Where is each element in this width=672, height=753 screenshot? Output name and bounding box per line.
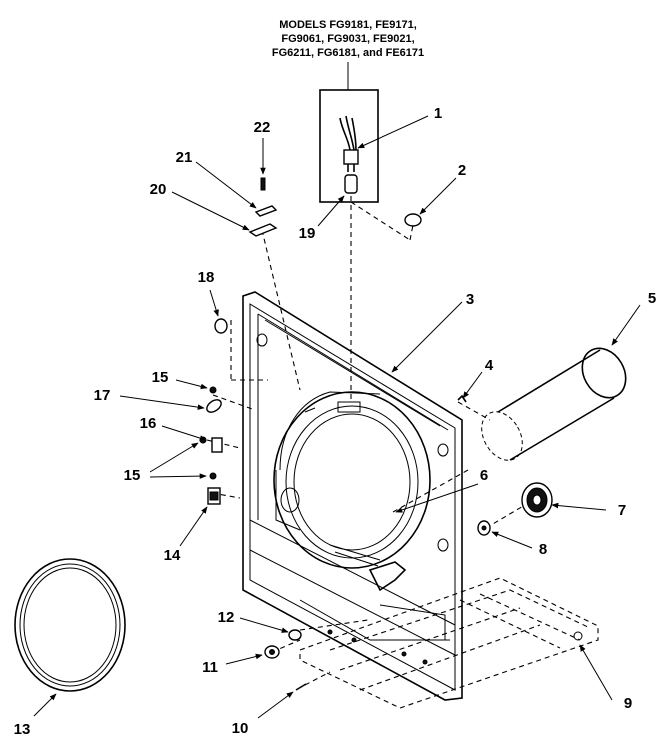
callout-17: 17 [94, 387, 111, 404]
pulley-part-7 [521, 482, 553, 518]
callout-12: 12 [218, 609, 235, 626]
callout-5: 5 [648, 290, 656, 307]
base-part-9 [299, 577, 599, 709]
plug-part-19 [344, 174, 358, 194]
callout-leaders [33, 115, 641, 719]
callout-20: 20 [150, 181, 167, 198]
callout-6: 6 [480, 467, 488, 484]
callout-7: 7 [618, 502, 626, 519]
callout-10: 10 [232, 720, 249, 737]
models-header-line-1: MODELS FG9181, FE9171, [279, 19, 417, 31]
screw-part-15-lower [209, 472, 217, 480]
callout-9: 9 [624, 695, 632, 712]
plug-part-18 [214, 318, 228, 334]
callout-16: 16 [140, 415, 157, 432]
callout-14: 14 [164, 547, 181, 564]
callout-2: 2 [458, 162, 466, 179]
washer-part-8 [477, 520, 491, 536]
models-inset-box [319, 89, 379, 203]
callout-22: 22 [254, 119, 271, 136]
callout-19: 19 [299, 225, 316, 242]
models-header-line-2: FG9061, FG9031, FE9021, [281, 33, 414, 45]
seal-ring-part-13 [14, 558, 126, 692]
callout-3: 3 [466, 291, 474, 308]
screw-part-10 [295, 683, 307, 691]
models-header: MODELS FG9181, FE9171, FG9061, FG9031, F… [272, 19, 424, 90]
bracket-part-20 [248, 223, 278, 237]
callout-11: 11 [202, 659, 218, 676]
drum-part-5 [481, 347, 627, 461]
cap-part-2 [404, 213, 422, 227]
callout-13: 13 [14, 721, 31, 738]
small-parts [199, 177, 467, 691]
switch-part-16 [211, 437, 223, 453]
callout-18: 18 [198, 269, 215, 286]
callout-21: 21 [176, 149, 193, 166]
callout-15-lower: 15 [124, 467, 141, 484]
callout-15-upper: 15 [152, 369, 169, 386]
screw-part-15-upper [209, 386, 217, 394]
washer-part-12 [288, 629, 302, 641]
callout-8: 8 [539, 541, 547, 558]
clip-part-4 [457, 394, 467, 403]
lens-part-17 [206, 399, 222, 413]
screw-part-22 [260, 177, 266, 191]
callout-1: 1 [434, 105, 442, 122]
callout-numbers: 1 2 3 4 5 6 7 8 9 10 11 12 13 14 15 15 1… [14, 105, 657, 738]
front-panel-part-3 [242, 291, 463, 701]
models-header-line-3: FG6211, FG6181, and FE6171 [272, 47, 424, 59]
clip-part-21 [254, 205, 278, 217]
dashed-leaders [206, 196, 526, 686]
wire-harness-part [339, 115, 359, 172]
callout-4: 4 [485, 357, 494, 374]
